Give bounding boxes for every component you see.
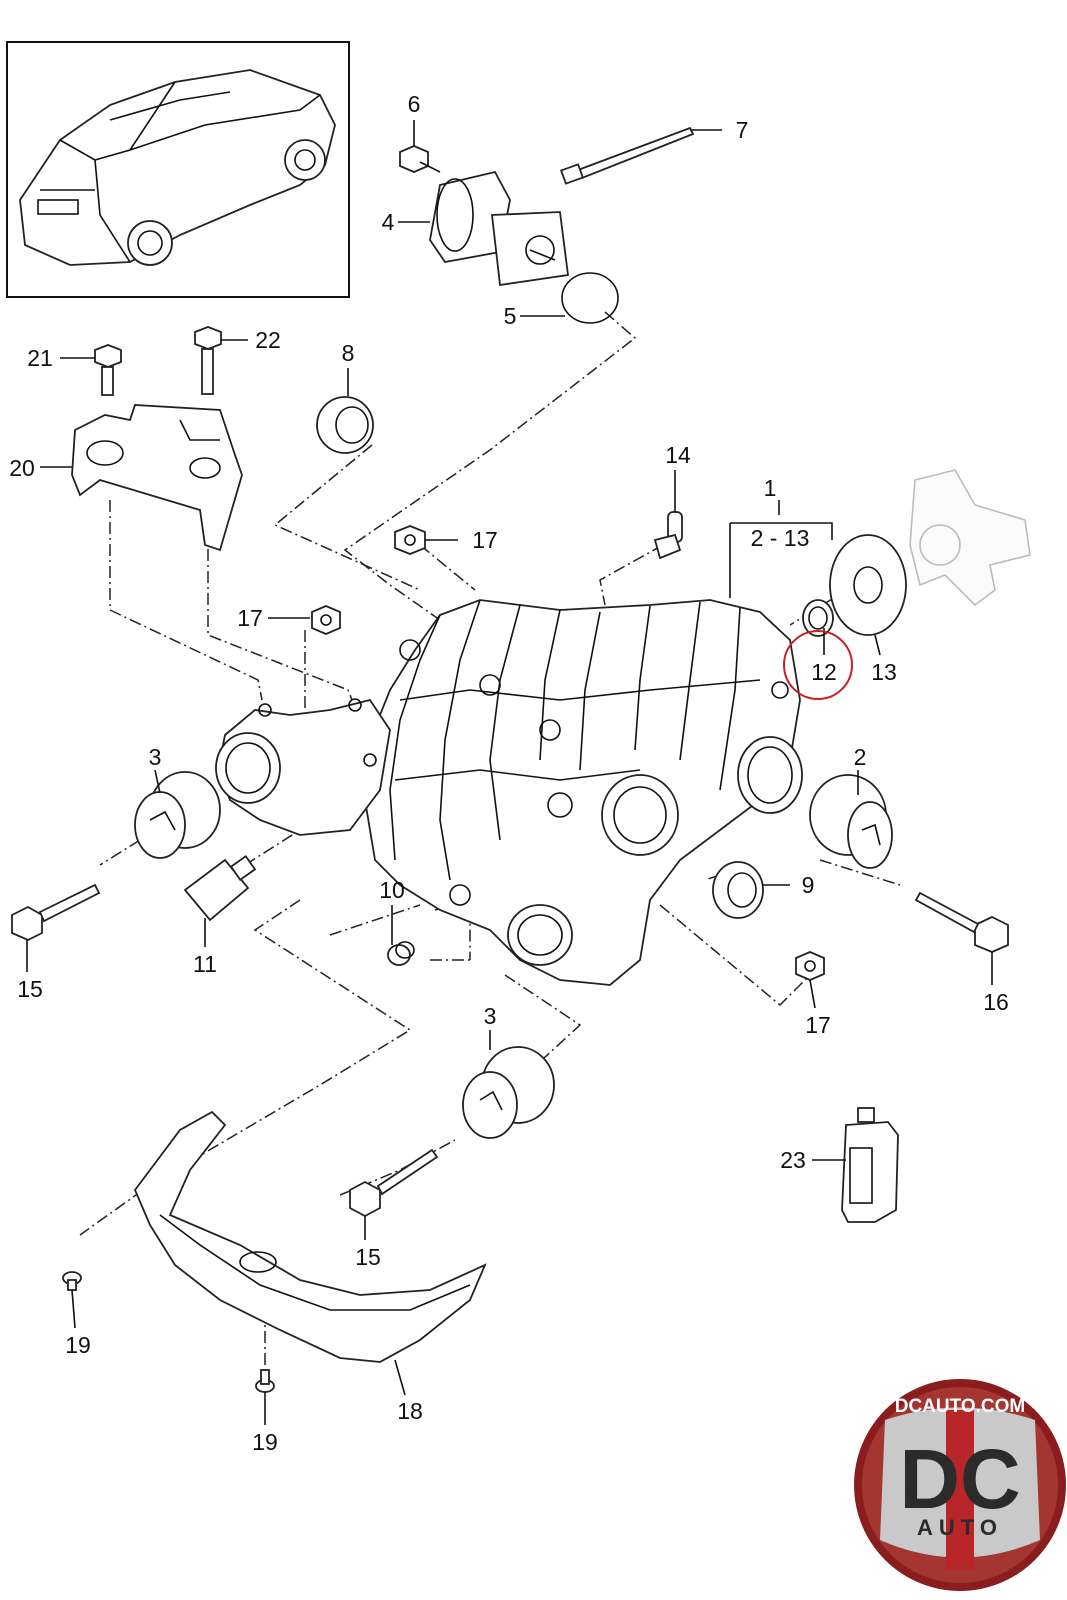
part-10-plug (387, 941, 415, 966)
part-16-bolt (914, 891, 1009, 953)
part-9-seal (712, 861, 764, 919)
part-4-actuator (429, 170, 570, 287)
part-20-bracket (71, 404, 243, 552)
part-15-bolt-bottom (349, 1148, 439, 1218)
part-17-nut-top (394, 525, 426, 555)
part-22-bolt (194, 326, 222, 395)
leader-lines (26, 120, 993, 1425)
logo-sub-text: AUTO (917, 1515, 1003, 1540)
part-15-bolt-left (11, 883, 101, 941)
highlight-ring (783, 630, 853, 700)
callout-19-left: 19 (65, 1332, 91, 1358)
callout-15-left: 15 (17, 976, 43, 1002)
carrier-arm (215, 698, 391, 836)
callout-labels: 1 2 - 13 2 3 3 4 5 6 7 8 9 10 11 12 13 1… (9, 91, 1009, 1455)
vehicle-inset (6, 41, 350, 298)
callout-4: 4 (382, 209, 395, 235)
part-2-mount (809, 774, 893, 869)
part-14-sensor (653, 511, 683, 560)
callout-17-left: 17 (237, 605, 263, 631)
callout-7: 7 (736, 117, 749, 143)
callout-23: 23 (780, 1147, 806, 1173)
callout-10: 10 (379, 877, 405, 903)
callout-6: 6 (408, 91, 421, 117)
part-3-mount-left (134, 771, 221, 859)
callout-2-13: 2 - 13 (751, 525, 810, 551)
part-13-shim (829, 534, 907, 636)
callout-14: 14 (665, 442, 691, 468)
callout-16: 16 (983, 989, 1009, 1015)
callout-12: 12 (811, 659, 837, 685)
part-12-seal (802, 599, 834, 637)
part-6-bolt (399, 145, 441, 173)
callout-8: 8 (342, 340, 355, 366)
callout-17-right: 17 (805, 1012, 831, 1038)
callout-9: 9 (802, 872, 815, 898)
part-3-mount-bottom (462, 1046, 555, 1139)
callout-3-bottom: 3 (484, 1003, 497, 1029)
callout-17-top: 17 (472, 527, 498, 553)
part-8-seal (316, 396, 374, 454)
callout-5: 5 (504, 303, 517, 329)
part-19-screw-left (62, 1271, 82, 1291)
dcauto-logo: DCAUTO.COM DC AUTO (854, 1379, 1066, 1591)
callout-18: 18 (397, 1398, 423, 1424)
logo-top-text: DCAUTO.COM (895, 1396, 1026, 1417)
differential-housing (364, 599, 803, 986)
part-19-screw-bottom (255, 1369, 275, 1393)
callout-3-left: 3 (149, 744, 162, 770)
part-7-cable-tie (559, 126, 695, 185)
callout-2: 2 (854, 744, 867, 770)
part-17-nut-left (311, 605, 341, 635)
callout-20: 20 (9, 455, 35, 481)
callout-19-bottom: 19 (252, 1429, 278, 1455)
part-21-bolt (94, 344, 122, 396)
callout-11: 11 (193, 951, 217, 977)
callout-13: 13 (871, 659, 897, 685)
logo-main-text: DC (899, 1432, 1020, 1526)
output-flange-ghost (909, 469, 1031, 607)
callout-15-bottom: 15 (355, 1244, 381, 1270)
part-5-o-ring (561, 272, 619, 324)
callout-22: 22 (255, 327, 281, 353)
part-11-sleeve (183, 855, 257, 922)
part-23-oil-bottle (841, 1107, 899, 1223)
part-18-shield (133, 1110, 487, 1363)
callout-1: 1 (764, 475, 777, 501)
callout-21: 21 (27, 345, 53, 371)
part-17-nut-right (795, 951, 825, 981)
